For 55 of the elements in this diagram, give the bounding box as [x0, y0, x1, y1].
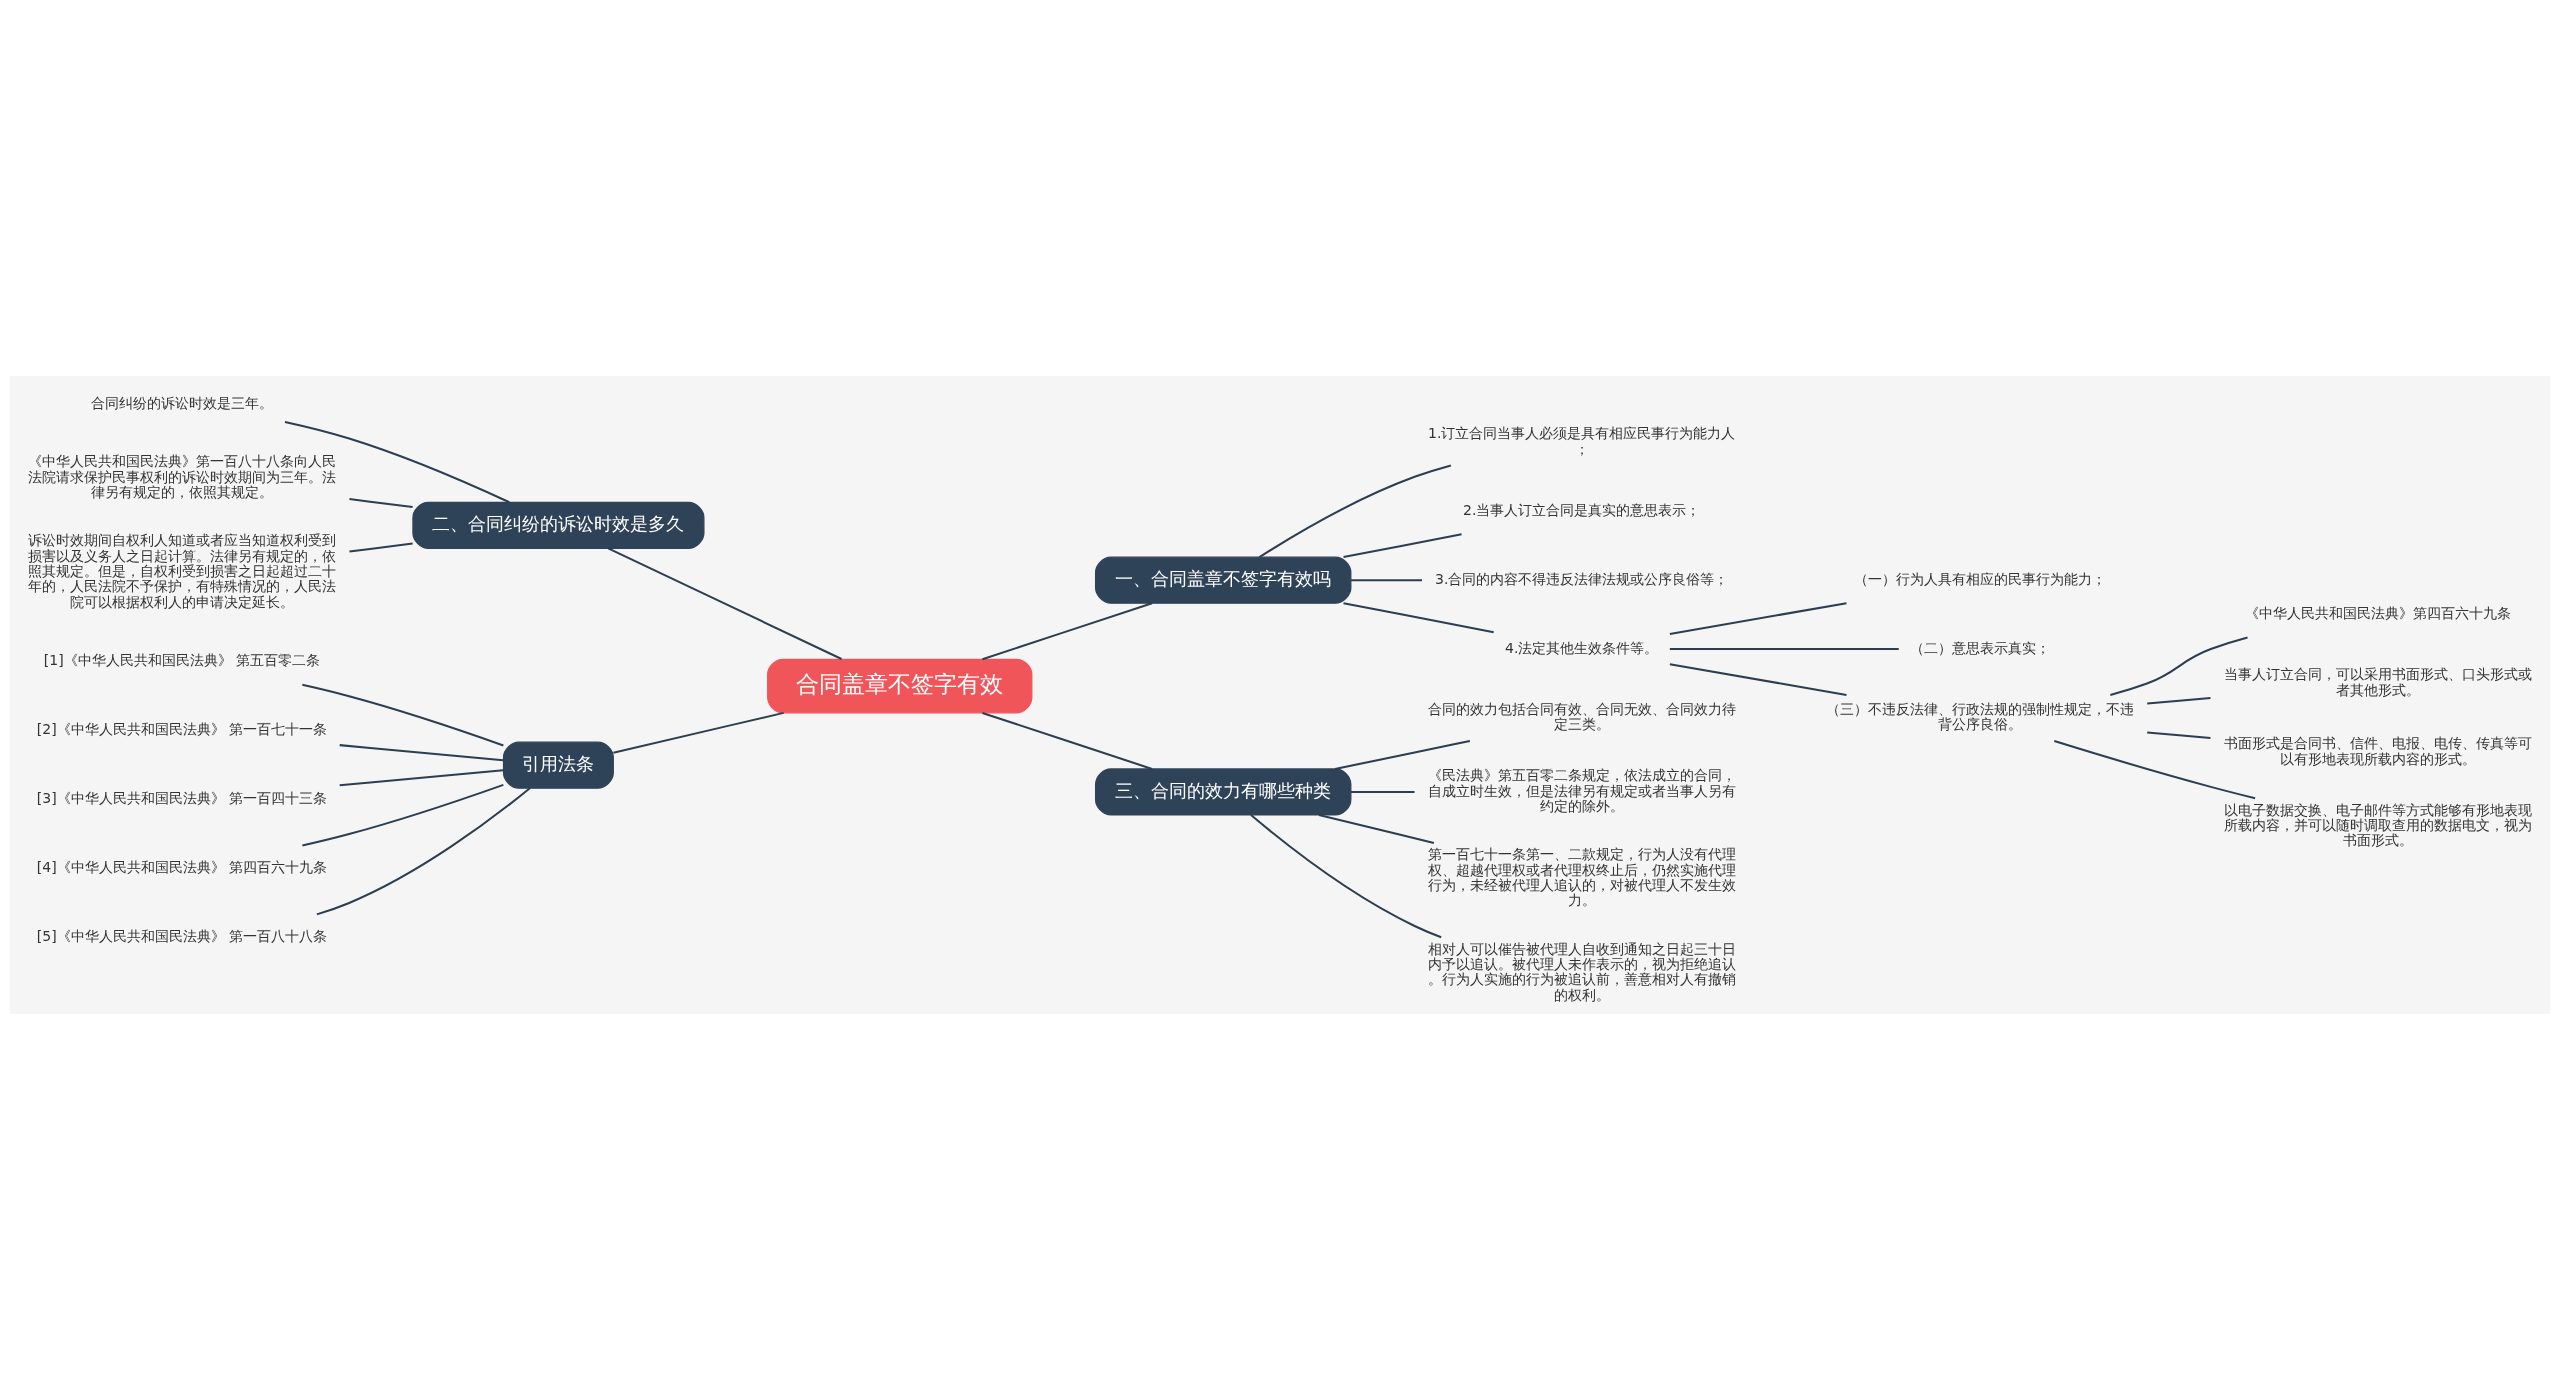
node-text: [3]《中华人民共和国民法典》 第一百四十三条 — [36, 790, 328, 807]
node-text: 以电子数据交换、电子邮件等方式能够有形地表现所载内容，并可以随时调取查用的数据电文，视为书面形式。 — [2224, 801, 2532, 849]
node-text: [2]《中华人民共和国民法典》 第一百七十一条 — [36, 721, 328, 738]
node-text: 《中华人民共和国民法典》第四百六十九条 — [2245, 605, 2511, 622]
connector — [1250, 814, 1442, 939]
node-box: 三、合同的效力有哪些种类 — [1094, 768, 1352, 816]
node-box: 二、合同纠纷的诉讼时效是多久 — [412, 501, 705, 549]
connector — [982, 711, 1153, 770]
connector — [1318, 814, 1435, 844]
connector — [1351, 790, 1415, 793]
connector — [1258, 464, 1452, 558]
node-text: 3.合同的内容不得违反法律法规或公序良俗等； — [1435, 570, 1729, 587]
node-text: （二）意思表示真实； — [1909, 639, 2050, 656]
connector — [349, 498, 413, 509]
connector — [1669, 663, 1847, 696]
node-text: 合同的效力包括合同有效、合同无效、合同效力待定三类。 — [1427, 700, 1736, 733]
connector — [339, 769, 504, 787]
connector — [316, 787, 531, 916]
connector — [284, 421, 510, 504]
connector — [2147, 731, 2211, 739]
connector — [2147, 697, 2211, 705]
node-text: （一）行为人具有相应的民事行为能力； — [1853, 570, 2106, 587]
node-text: 书面形式是合同书、信件、电报、电传、传真等可以有形地表现所载内容的形式。 — [2224, 735, 2532, 767]
connector — [2110, 636, 2248, 696]
node-text: 当事人订立合同，可以采用书面形式、口头形式或者其他形式。 — [2224, 666, 2532, 698]
node-text: 合同纠纷的诉讼时效是三年。 — [91, 394, 273, 411]
node-text: （三）不违反法律、行政法规的强制性规定，不违背公序良俗。 — [1825, 700, 2134, 733]
connector — [607, 547, 842, 660]
node-text: 4.法定其他生效条件等。 — [1505, 639, 1659, 656]
connector — [302, 683, 504, 747]
connector — [1351, 579, 1422, 582]
connector — [1334, 739, 1471, 770]
node-text: 《民法典》第五百零二条规定，依法成立的合同，自成立时生效，但是法律另有规定或者当事人另有约定的除外。 — [1427, 767, 1736, 814]
node-box: 一、合同盖章不签字有效吗 — [1094, 556, 1352, 604]
node-box: 引用法条 — [502, 741, 614, 789]
node-text: 相对人可以催告被代理人自收到通知之日起三十日内予以追认。被代理人未作表示的，视为拒绝追认。行为人实施的行为被追认前，善意相对人有撤销的权利。 — [1427, 940, 1736, 1003]
connector — [2054, 740, 2256, 800]
node-text: [1]《中华人民共和国民法典》 第五百零二条 — [43, 652, 321, 669]
connector — [1669, 602, 1847, 635]
node-box: 合同盖章不签字有效 — [767, 658, 1033, 714]
connector — [1343, 602, 1494, 634]
node-text: 诉讼时效期间自权利人知道或者应当知道权利受到损害以及义务人之日起计算。法律另有规定的，依照其规定。但是，自权利受到损害之日起超过二十年的，人民法院不予保护，有特殊情况的，人民法院可以根据权利人的申请决定延长。 — [28, 532, 336, 610]
connector — [982, 602, 1153, 661]
node-text: 1.订立合同当事人必须是具有相应民事行为能力人； — [1428, 425, 1736, 457]
connector — [339, 744, 504, 762]
node-text: [5]《中华人民共和国民法典》 第一百八十八条 — [36, 928, 328, 945]
connector — [613, 711, 784, 754]
connector — [349, 542, 413, 553]
node-text: 2.当事人订立合同是真实的意思表示； — [1463, 501, 1701, 518]
node-text: 第一百七十一条第一、二款规定，行为人没有代理权、超越代理权或者代理权终止后，仍然实施代理行为，未经被代理人追认的，对被代理人不发生效力。 — [1427, 846, 1736, 909]
connector — [302, 783, 504, 847]
connector — [1343, 533, 1462, 559]
node-text: [4]《中华人民共和国民法典》 第四百六十九条 — [36, 859, 328, 876]
node-text: 《中华人民共和国民法典》第一百八十八条向人民法院请求保护民事权利的诉讼时效期间为三年。法律另有规定的，依照其规定。 — [28, 453, 336, 500]
connector — [1669, 648, 1899, 651]
